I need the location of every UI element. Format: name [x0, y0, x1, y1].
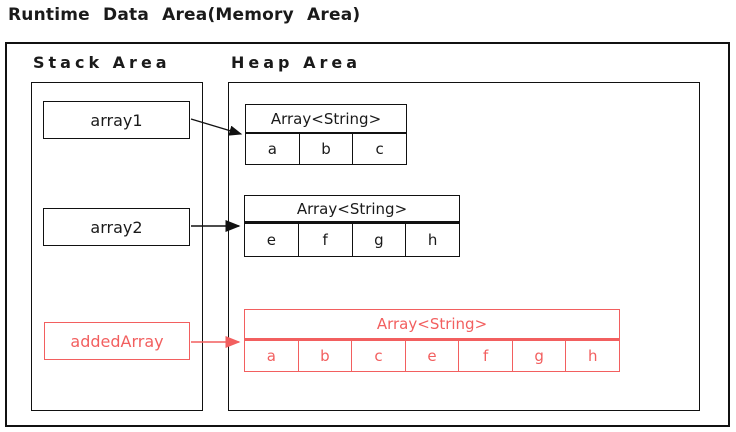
- heap-object-addedarray-type: Array<String>: [245, 310, 619, 341]
- heap-object-addedarray-elements: a b c e f g h: [245, 341, 619, 371]
- stack-var-array1-label: array1: [90, 110, 143, 130]
- array-element: b: [298, 134, 353, 164]
- array-element: g: [351, 224, 406, 256]
- stack-area-label: Stack Area: [33, 53, 171, 72]
- heap-area-label: Heap Area: [231, 53, 361, 72]
- array-element: a: [267, 140, 277, 158]
- heap-object-array1-elements: a b c: [246, 134, 406, 164]
- array-element: b: [297, 341, 352, 371]
- array-element: c: [351, 341, 405, 371]
- stack-var-array2: array2: [43, 208, 190, 246]
- array-element: e: [404, 341, 459, 371]
- heap-object-array1-type: Array<String>: [246, 105, 406, 134]
- heap-object-array2-type: Array<String>: [245, 196, 459, 224]
- runtime-data-area-box: [5, 42, 730, 427]
- stack-var-array1: array1: [43, 101, 190, 139]
- heap-object-array2-elements: e f g h: [245, 224, 459, 256]
- stack-var-array2-label: array2: [90, 217, 143, 237]
- stack-var-addedarray-label: addedArray: [70, 331, 164, 351]
- heap-object-array2: Array<String> e f g h: [244, 195, 460, 257]
- array-element: a: [266, 347, 276, 365]
- array-element: c: [352, 134, 406, 164]
- array-element: h: [565, 341, 619, 371]
- diagram-title: Runtime Data Area(Memory Area): [8, 5, 361, 25]
- heap-object-array1: Array<String> a b c: [245, 104, 407, 165]
- array-element: f: [297, 224, 352, 256]
- heap-object-addedarray: Array<String> a b c e f g h: [244, 309, 620, 372]
- array-element: e: [266, 231, 276, 249]
- array-element: g: [511, 341, 566, 371]
- stack-var-addedarray: addedArray: [44, 322, 190, 360]
- array-element: h: [405, 224, 459, 256]
- array-element: f: [458, 341, 512, 371]
